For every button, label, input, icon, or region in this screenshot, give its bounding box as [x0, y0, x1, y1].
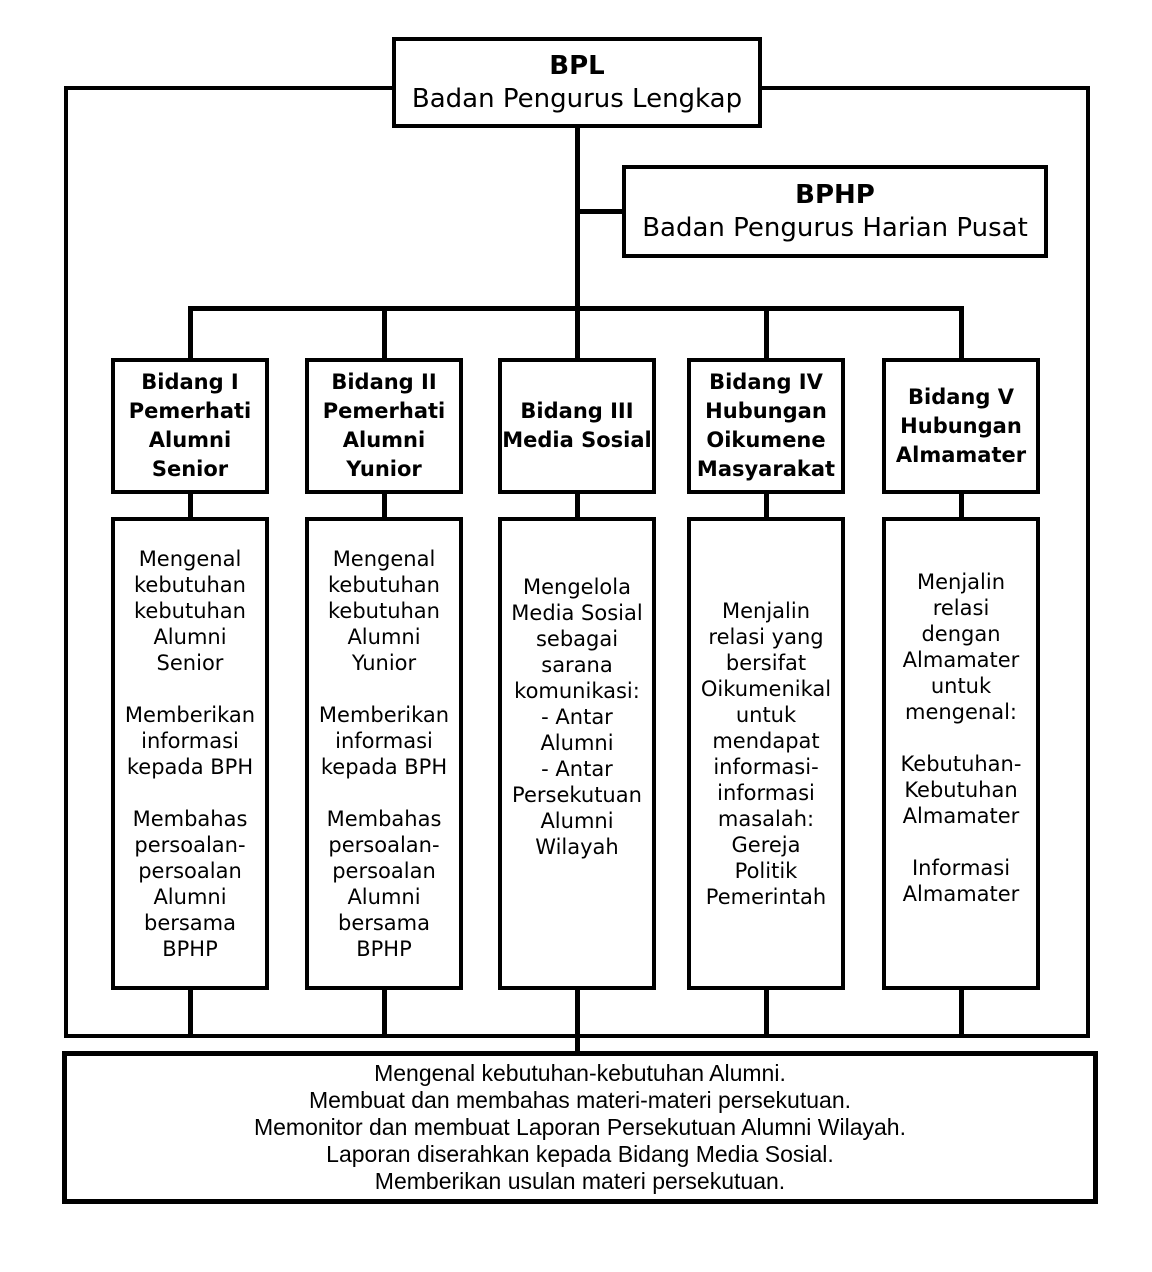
- connector-drop-bidang-4: [764, 306, 769, 358]
- division-title: Bidang I Pemerhati Alumni Senior: [128, 370, 252, 481]
- connector-duties-frame-1: [188, 990, 193, 1038]
- division-duties-bidang-4: Menjalin relasi yang bersifat Oikumenika…: [687, 517, 845, 990]
- division-duties-bidang-1: Mengenal kebutuhan kebutuhan Alumni Seni…: [111, 517, 269, 990]
- connector-executive-branch: [575, 209, 622, 214]
- connector-header-duties-2: [382, 494, 387, 517]
- division-header-bidang-4: Bidang IV Hubungan Oikumene Masyarakat: [687, 358, 845, 494]
- division-title: Bidang V Hubungan Almamater: [895, 384, 1027, 467]
- division-title: Bidang III Media Sosial: [502, 399, 652, 452]
- division-duties: Mengenal kebutuhan kebutuhan Alumni Yuni…: [318, 546, 450, 961]
- connector-duties-frame-3: [575, 990, 580, 1038]
- division-duties-bidang-5: Menjalin relasi dengan Almamater untuk m…: [882, 517, 1040, 990]
- division-header-bidang-1: Bidang I Pemerhati Alumni Senior: [111, 358, 269, 494]
- division-header-bidang-2: Bidang II Pemerhati Alumni Yunior: [305, 358, 463, 494]
- connector-root-trunk: [575, 128, 580, 358]
- division-duties: Menjalin relasi yang bersifat Oikumenika…: [700, 598, 832, 909]
- root-box: BPL Badan Pengurus Lengkap: [392, 37, 762, 128]
- division-title: Bidang IV Hubungan Oikumene Masyarakat: [696, 370, 836, 481]
- division-header-bidang-3: Bidang III Media Sosial: [498, 358, 656, 494]
- connector-drop-bidang-5: [959, 306, 964, 358]
- division-title: Bidang II Pemerhati Alumni Yunior: [322, 370, 446, 481]
- division-duties-bidang-2: Mengenal kebutuhan kebutuhan Alumni Yuni…: [305, 517, 463, 990]
- root-acronym: BPL: [549, 50, 605, 81]
- executive-name: Badan Pengurus Harian Pusat: [642, 212, 1028, 243]
- executive-box: BPHP Badan Pengurus Harian Pusat: [622, 165, 1048, 258]
- connector-header-duties-1: [188, 494, 193, 517]
- connector-drop-bidang-2: [382, 306, 387, 358]
- division-duties: Mengenal kebutuhan kebutuhan Alumni Seni…: [124, 546, 256, 961]
- connector-frame-footer: [575, 1033, 580, 1055]
- connector-drop-bidang-1: [188, 306, 193, 358]
- connector-duties-frame-4: [764, 990, 769, 1038]
- root-name: Badan Pengurus Lengkap: [411, 83, 743, 114]
- connector-duties-frame-5: [959, 990, 964, 1038]
- footer-box: Mengenal kebutuhan-kebutuhan Alumni. Mem…: [62, 1051, 1098, 1204]
- executive-acronym: BPHP: [795, 179, 875, 210]
- connector-header-duties-4: [764, 494, 769, 517]
- connector-distribution-bar: [188, 306, 964, 311]
- connector-header-duties-5: [959, 494, 964, 517]
- footer-text: Mengenal kebutuhan-kebutuhan Alumni. Mem…: [253, 1060, 906, 1194]
- division-duties: Mengelola Media Sosial sebagai sarana ko…: [511, 574, 643, 859]
- division-duties: Menjalin relasi dengan Almamater untuk m…: [900, 569, 1022, 906]
- division-header-bidang-5: Bidang V Hubungan Almamater: [882, 358, 1040, 494]
- connector-header-duties-3: [575, 494, 580, 517]
- division-duties-bidang-3: Mengelola Media Sosial sebagai sarana ko…: [498, 517, 656, 990]
- connector-duties-frame-2: [382, 990, 387, 1038]
